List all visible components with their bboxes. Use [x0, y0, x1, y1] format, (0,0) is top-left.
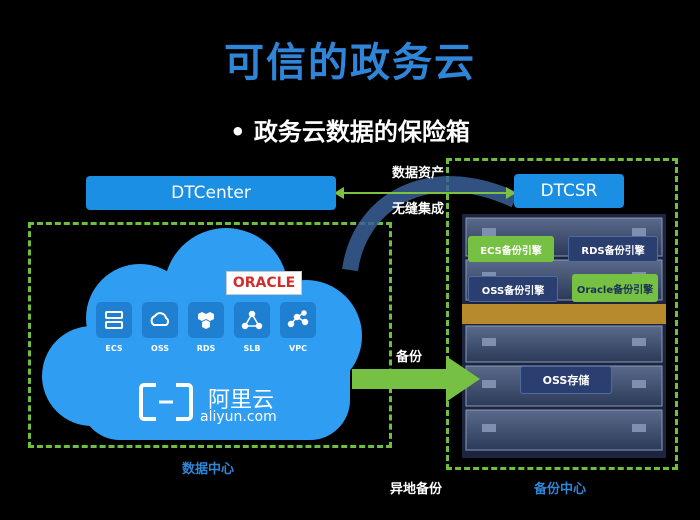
network-icon	[280, 302, 316, 338]
oss-storage-box: OSS存储	[520, 366, 612, 394]
load-balancer-icon	[234, 302, 270, 338]
integration-label-2: 无缝集成	[392, 202, 445, 217]
oracle-logo: ORACLE	[226, 271, 302, 295]
backup-label: 备份	[396, 350, 423, 365]
integration-label-1: 数据资产	[392, 166, 445, 181]
service-label-ecs: ECS	[105, 344, 123, 353]
double-arrow-icon	[334, 187, 516, 199]
remote-backup-label: 异地备份	[390, 482, 443, 497]
backup-center-label: 备份中心	[534, 482, 587, 497]
page-title: 可信的政务云	[224, 40, 476, 86]
server-icon	[96, 302, 132, 338]
aliyun-logo-mark	[139, 383, 193, 421]
aliyun-brand-name: 阿里云	[208, 388, 275, 413]
backup-center-region	[446, 158, 678, 470]
service-label-vpc: VPC	[289, 344, 307, 353]
dtcsr-box: DTCSR	[514, 174, 624, 208]
page-subtitle: • 政务云数据的保险箱	[230, 118, 470, 146]
aliyun-brand-url: aliyun.com	[200, 409, 277, 425]
oss-backup-engine: OSS备份引擎	[468, 276, 558, 302]
backup-arrow-icon	[352, 356, 480, 402]
oracle-backup-engine: Oracle备份引擎	[572, 274, 658, 302]
datacenter-region	[28, 222, 392, 448]
dtcenter-box: DTCenter	[86, 176, 336, 210]
dtcsr-label: DTCSR	[540, 181, 598, 201]
database-icon	[188, 302, 224, 338]
service-label-oss: OSS	[151, 344, 169, 353]
cloud-storage-icon	[142, 302, 178, 338]
ecs-backup-engine: ECS备份引擎	[468, 236, 554, 262]
service-label-rds: RDS	[196, 344, 216, 353]
service-label-slb: SLB	[243, 344, 261, 353]
rds-backup-engine: RDS备份引擎	[568, 236, 658, 262]
datacenter-label: 数据中心	[182, 462, 235, 477]
dtcenter-label: DTCenter	[171, 183, 251, 203]
